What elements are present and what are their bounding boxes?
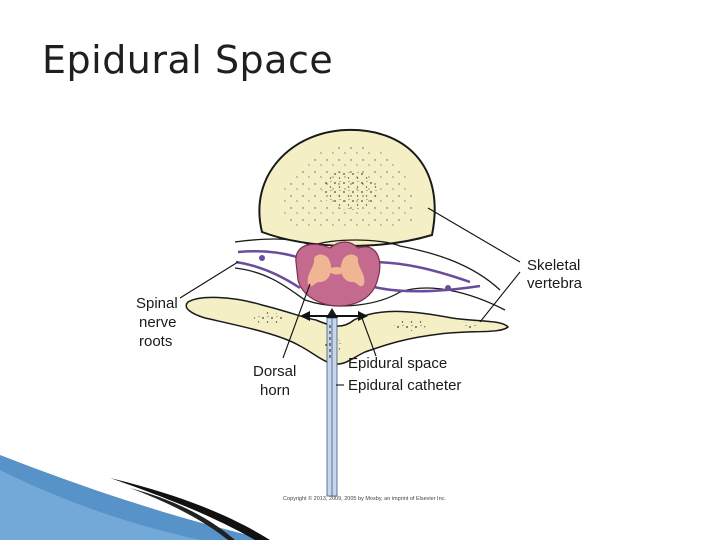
lamina-far-right-speckle — [462, 322, 478, 328]
decor-swoosh-light — [0, 470, 200, 540]
epidural-arrow-right-head — [358, 311, 368, 321]
nerve-root-right-lower — [369, 284, 481, 293]
epidural-arrow-left-head — [300, 311, 310, 321]
decor-swoosh-dark-thin — [130, 488, 235, 540]
vertebral-body-dense-core — [322, 170, 378, 210]
dorsal-horn-right — [340, 254, 365, 287]
label-skeletal-vertebra-line1: Skeletal — [527, 257, 580, 274]
lamina-right-speckle — [394, 319, 426, 331]
leader-spinal-nerve — [179, 261, 239, 299]
nerve-ganglion-left — [259, 255, 265, 261]
label-spinal-nerve-roots-line2: nerve — [139, 314, 177, 331]
decor-swoosh-dark — [110, 478, 270, 540]
label-epidural-catheter: Epidural catheter — [348, 377, 461, 394]
leader-skeletal-upper — [427, 207, 521, 263]
label-spinal-nerve-roots-line3: roots — [139, 333, 172, 350]
label-epidural-space: Epidural space — [348, 355, 447, 372]
dura-line-lower — [234, 267, 506, 311]
nerve-ganglion-right — [445, 285, 451, 291]
nerve-root-right-upper — [371, 260, 471, 284]
lamina-left-speckle — [254, 312, 282, 324]
grey-matter-center — [328, 267, 345, 275]
leader-dorsal-horn — [282, 283, 311, 359]
dura-line-upper — [234, 238, 501, 291]
slide-title: Epidural Space — [42, 38, 334, 82]
label-dorsal-horn-line1: Dorsal — [253, 363, 296, 380]
leader-skeletal-lower — [479, 271, 521, 323]
label-spinal-nerve-roots-line1: Spinal — [136, 295, 178, 312]
dorsal-horn-left — [307, 254, 332, 287]
leader-epidural-space — [361, 317, 377, 357]
label-dorsal-horn-line2: horn — [260, 382, 290, 399]
label-skeletal-vertebra-line2: vertebra — [527, 275, 583, 292]
nerve-root-left-lower — [235, 260, 301, 290]
nerve-root-left-upper — [237, 250, 301, 260]
copyright-text: Copyright © 2013, 2009, 2005 by Mosby, a… — [283, 495, 446, 502]
